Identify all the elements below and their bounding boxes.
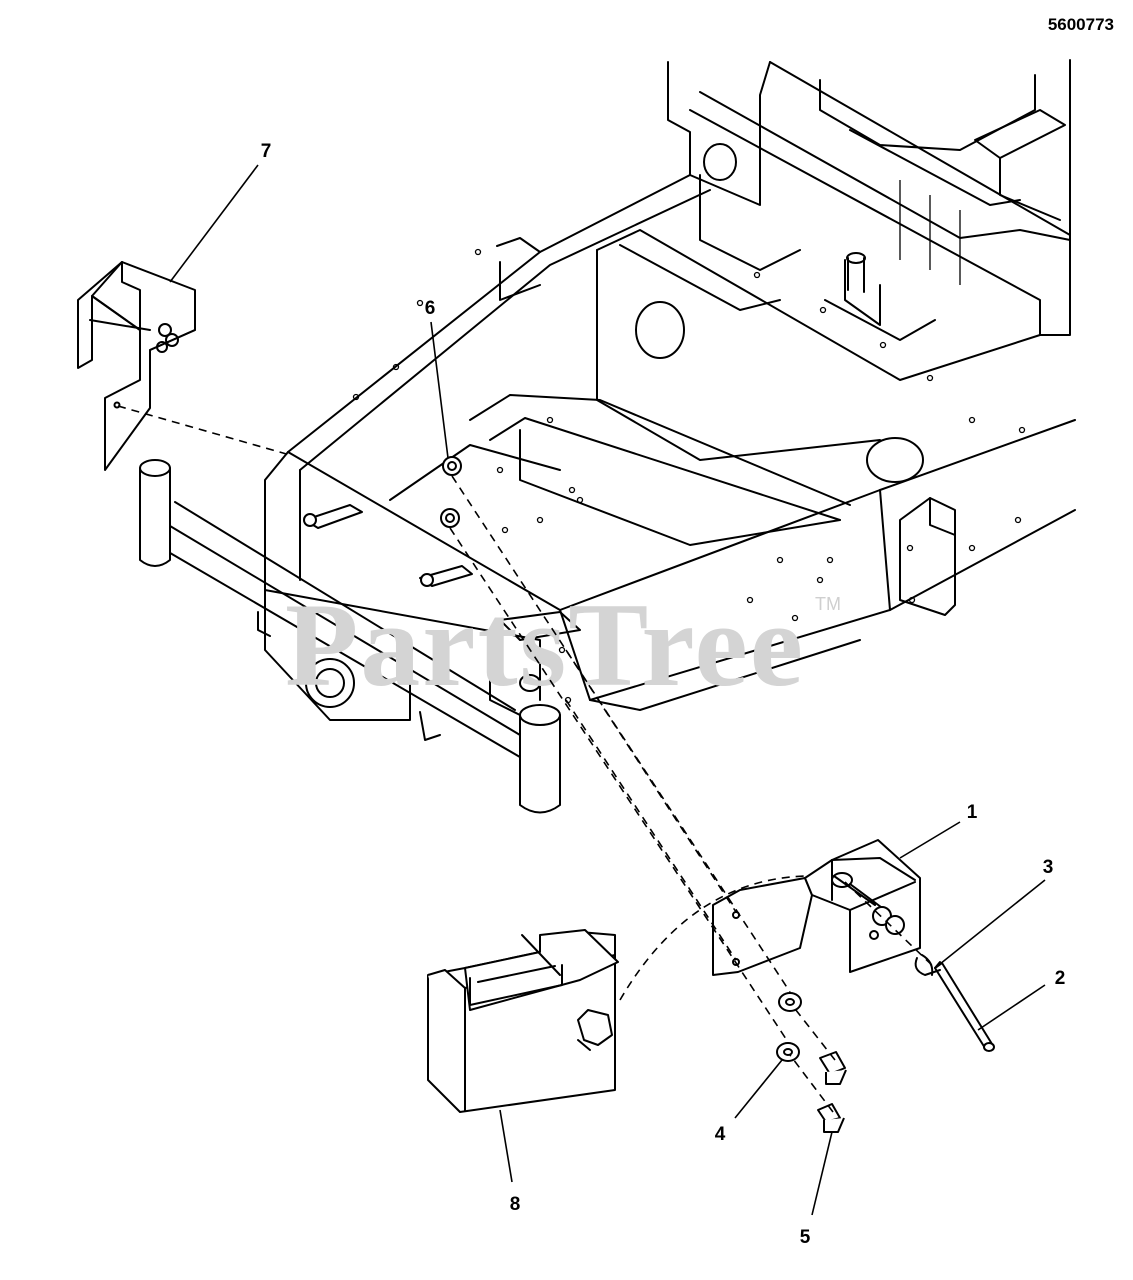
watermark-trademark: TM	[815, 594, 841, 614]
svg-text:4: 4	[715, 1124, 726, 1145]
callout-4[interactable]: 4	[715, 1059, 783, 1145]
document-number: 5600773	[1048, 15, 1114, 34]
part-2-pin	[934, 961, 995, 1052]
assembly-lines	[117, 405, 936, 1113]
mower-frame	[139, 59, 1076, 814]
callout-7[interactable]: 7	[169, 141, 272, 283]
part-4-washers	[776, 992, 802, 1062]
callout-1[interactable]: 1	[899, 802, 978, 859]
callout-8[interactable]: 8	[499, 1109, 521, 1215]
callout-2[interactable]: 2	[977, 968, 1066, 1031]
part-5-bolts	[817, 1051, 847, 1133]
callouts: 1 2 3 4 5 6 7 8	[169, 141, 1066, 1248]
part-8-weight	[427, 929, 619, 1113]
watermark-text: PartsTree	[285, 578, 805, 711]
svg-text:5: 5	[800, 1227, 811, 1248]
svg-text:1: 1	[967, 802, 978, 823]
part-1-bracket	[712, 839, 921, 976]
callout-6[interactable]: 6	[425, 298, 449, 459]
svg-text:6: 6	[425, 298, 436, 319]
part-7-bracket	[77, 261, 196, 471]
part-6-nuts	[440, 456, 462, 528]
callout-5[interactable]: 5	[800, 1131, 833, 1248]
svg-text:8: 8	[510, 1194, 521, 1215]
callout-3[interactable]: 3	[934, 857, 1054, 969]
svg-text:7: 7	[261, 141, 272, 162]
svg-text:3: 3	[1043, 857, 1054, 878]
watermark: PartsTree TM	[285, 578, 841, 711]
svg-text:2: 2	[1055, 968, 1066, 989]
